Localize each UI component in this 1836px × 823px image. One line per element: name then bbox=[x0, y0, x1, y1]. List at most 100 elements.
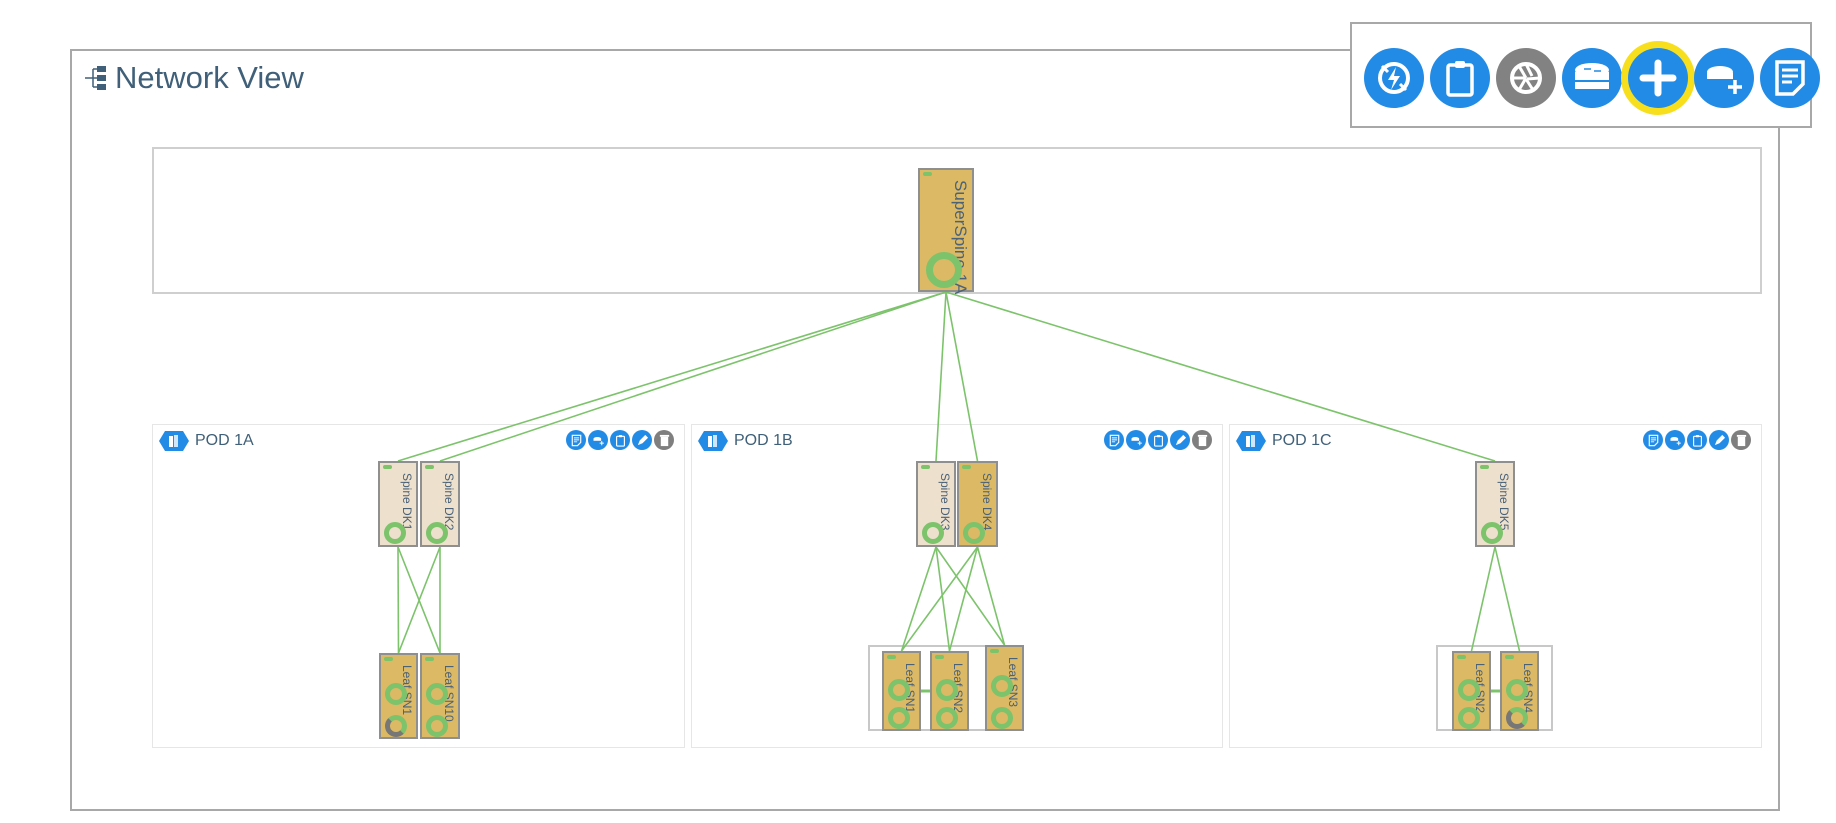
status-pill bbox=[383, 465, 392, 469]
pod-actions bbox=[566, 430, 674, 450]
report-button[interactable] bbox=[566, 430, 586, 450]
utilization-ring bbox=[926, 252, 962, 288]
utilization-ring bbox=[384, 522, 406, 544]
link-dk5-c_sn4[interactable] bbox=[1494, 546, 1521, 652]
trash-button[interactable] bbox=[1192, 430, 1212, 450]
utilization-ring bbox=[991, 675, 1013, 698]
trash-button[interactable] bbox=[654, 430, 674, 450]
utilization-ring bbox=[426, 683, 448, 706]
node-label: Spine DK4 bbox=[980, 473, 994, 531]
add-router-icon bbox=[1669, 436, 1681, 445]
aperture-icon bbox=[1510, 62, 1542, 94]
pod-header: POD 1C bbox=[1236, 431, 1332, 451]
pod-icon bbox=[1236, 431, 1266, 451]
clipboard-button[interactable] bbox=[1148, 430, 1168, 450]
spine-node[interactable]: Spine DK1 bbox=[378, 461, 418, 547]
status-pill bbox=[1480, 465, 1489, 469]
aperture-button[interactable] bbox=[1496, 48, 1556, 108]
plus-icon bbox=[1639, 59, 1677, 97]
pod-label: POD 1C bbox=[1272, 432, 1332, 449]
report-button[interactable] bbox=[1760, 48, 1820, 108]
leaf-node[interactable]: Leaf SN1 bbox=[379, 653, 418, 739]
node-label: Leaf SN1 bbox=[400, 665, 414, 716]
add-router-button[interactable] bbox=[1126, 430, 1146, 450]
node-label: Spine DK5 bbox=[1497, 473, 1511, 531]
utilization-ring bbox=[936, 679, 958, 702]
leaf-node[interactable]: Leaf SN1 bbox=[882, 651, 921, 731]
utilization-ring bbox=[936, 707, 958, 729]
report-icon bbox=[571, 434, 581, 446]
node-label: Spine DK1 bbox=[400, 473, 414, 531]
leaf-node[interactable]: Leaf SN2 bbox=[930, 651, 969, 731]
node-label: Spine DK3 bbox=[938, 473, 952, 531]
router-stack-icon bbox=[1575, 63, 1609, 89]
spine-node[interactable]: Spine DK4 bbox=[957, 461, 998, 547]
action-toolbar bbox=[1350, 22, 1820, 128]
spine-node[interactable]: Spine DK3 bbox=[916, 461, 956, 547]
trash-button[interactable] bbox=[1731, 430, 1751, 450]
link-dk5-c_sn2[interactable] bbox=[1470, 546, 1496, 652]
disable-power-button[interactable] bbox=[1364, 48, 1424, 108]
leaf-node[interactable]: Leaf SN10 bbox=[420, 653, 460, 739]
link-ss1a-dk4[interactable] bbox=[945, 291, 979, 462]
report-button[interactable] bbox=[1643, 430, 1663, 450]
node-label: Leaf SN3 bbox=[1006, 657, 1020, 708]
add-router-icon bbox=[592, 436, 604, 445]
utilization-ring bbox=[922, 522, 944, 544]
add-router-button[interactable] bbox=[1665, 430, 1685, 450]
edit-button[interactable] bbox=[632, 430, 652, 450]
link-ss1a-dk5[interactable] bbox=[945, 291, 1496, 462]
page-title-text: Network View bbox=[115, 60, 304, 95]
edit-icon bbox=[1714, 434, 1725, 445]
clipboard-button[interactable] bbox=[1687, 430, 1707, 450]
clipboard-icon bbox=[1446, 61, 1474, 97]
leaf-node[interactable]: Leaf SN2 bbox=[1452, 651, 1491, 731]
page-title: Network View bbox=[85, 60, 304, 96]
clipboard-button[interactable] bbox=[610, 430, 630, 450]
edit-button[interactable] bbox=[1709, 430, 1729, 450]
add-router-button[interactable] bbox=[588, 430, 608, 450]
leaf-node[interactable]: Leaf SN3 bbox=[985, 645, 1024, 731]
status-pill bbox=[1505, 655, 1514, 659]
superspine-node[interactable]: SuperSpine 1A bbox=[918, 168, 974, 294]
link-ss1a-dk2[interactable] bbox=[439, 291, 947, 462]
link-ss1a-dk3[interactable] bbox=[935, 291, 947, 462]
node-label: Leaf SN10 bbox=[442, 665, 456, 722]
pod-container: POD 1C bbox=[1229, 424, 1762, 748]
clipboard-icon bbox=[1153, 434, 1163, 447]
link-dk2-a_sn1[interactable] bbox=[397, 546, 441, 654]
utilization-ring bbox=[1458, 707, 1480, 729]
network-tree-icon bbox=[85, 66, 106, 90]
leaf-node[interactable]: Leaf SN4 bbox=[1500, 651, 1539, 731]
edit-icon bbox=[637, 434, 648, 445]
link-dk3-b_sn3[interactable] bbox=[935, 546, 1006, 646]
utilization-ring bbox=[1506, 679, 1528, 702]
pod-header: POD 1A bbox=[159, 431, 254, 451]
link-dk1-a_sn1[interactable] bbox=[397, 546, 400, 654]
clipboard-button[interactable] bbox=[1430, 48, 1490, 108]
utilization-ring bbox=[385, 715, 407, 737]
link-dk3-b_sn1[interactable] bbox=[900, 546, 937, 652]
report-button[interactable] bbox=[1104, 430, 1124, 450]
status-pill bbox=[935, 655, 944, 659]
utilization-ring bbox=[385, 683, 407, 706]
utilization-ring bbox=[963, 522, 985, 544]
link-ss1a-dk1[interactable] bbox=[397, 291, 947, 462]
spine-node[interactable]: Spine DK5 bbox=[1475, 461, 1515, 547]
status-pill bbox=[990, 649, 999, 653]
plus-button[interactable] bbox=[1628, 48, 1688, 108]
add-router-button[interactable] bbox=[1694, 48, 1754, 108]
node-label: Leaf SN1 bbox=[903, 663, 917, 714]
link-dk4-b_sn1[interactable] bbox=[900, 546, 979, 652]
status-pill bbox=[425, 657, 434, 661]
pod-label: POD 1A bbox=[195, 432, 254, 449]
link-dk4-b_sn2[interactable] bbox=[948, 546, 979, 652]
link-dk4-b_sn3[interactable] bbox=[976, 546, 1006, 646]
edit-button[interactable] bbox=[1170, 430, 1190, 450]
router-stack-button[interactable] bbox=[1562, 48, 1622, 108]
spine-node[interactable]: Spine DK2 bbox=[420, 461, 460, 547]
link-dk3-b_sn2[interactable] bbox=[935, 546, 951, 652]
pod-icon bbox=[159, 431, 189, 451]
report-icon bbox=[1775, 60, 1805, 96]
